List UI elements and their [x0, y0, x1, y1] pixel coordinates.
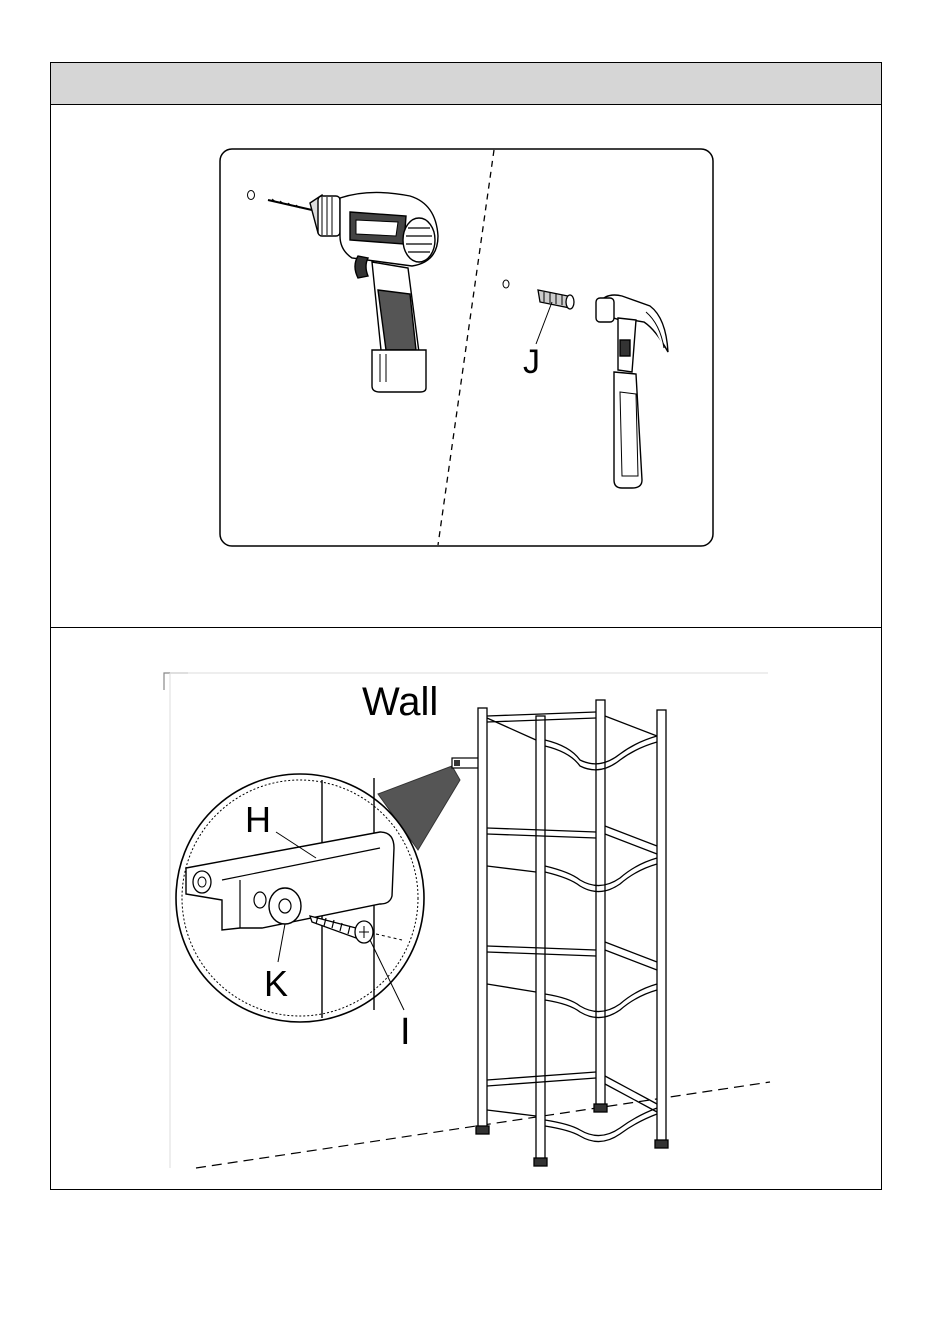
screw-callout: I	[400, 1011, 411, 1053]
rack-tier-3	[487, 942, 657, 1018]
bottle-rack-icon	[476, 700, 668, 1166]
rack-tier-2	[487, 826, 657, 892]
rack-tier-1	[487, 712, 657, 770]
wall-corner	[164, 673, 188, 690]
rack-tier-4	[487, 1072, 657, 1142]
washer-callout: K	[264, 963, 288, 1004]
wall-label: Wall	[362, 680, 438, 724]
detail-zoom-circle	[176, 774, 424, 1022]
strap-callout: H	[245, 799, 271, 840]
